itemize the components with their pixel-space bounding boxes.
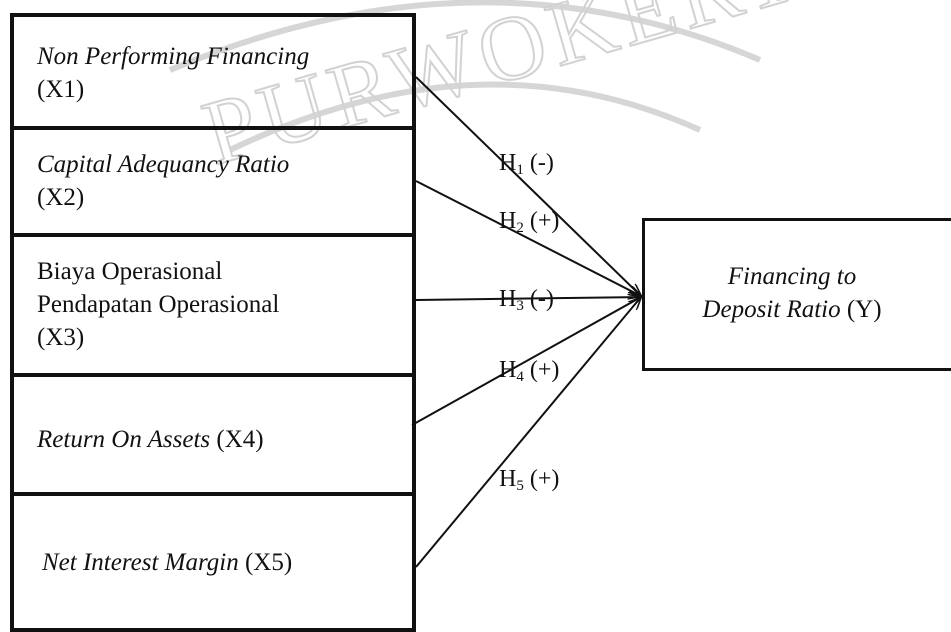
x3-name-line1: Biaya Operasional: [37, 258, 223, 285]
x5-code: (X5): [244, 549, 293, 576]
x2-code: (X2): [37, 184, 85, 211]
y-code: (Y): [846, 296, 882, 323]
x1-code: (X1): [37, 76, 85, 103]
x1-name: Non Performing Financing: [37, 43, 310, 70]
variable-label-x4: Return On Assets (X4): [37, 423, 264, 456]
watermark-seal: PURWOKERTO: [168, 0, 882, 185]
hypothesis-label-h4: H4 (+): [499, 357, 560, 385]
arrow-h2: [415, 180, 641, 296]
hypothesis-label-h1: H1 (-): [499, 150, 554, 178]
y-name-line2: Deposit Ratio: [702, 296, 841, 323]
hypothesis-label-h5: H5 (+): [499, 466, 560, 494]
variable-label-x5: Net Interest Margin (X5): [42, 546, 292, 579]
x3-code: (X3): [37, 324, 85, 351]
variable-label-x2: Capital Adequancy Ratio (X2): [37, 148, 289, 214]
variable-label-x3: Biaya Operasional Pendapatan Operasional…: [37, 255, 279, 354]
x2-name: Capital Adequancy Ratio: [37, 151, 290, 178]
hypothesis-arrows: [411, 76, 951, 568]
variable-label-x1: Non Performing Financing (X1): [37, 40, 309, 106]
arrow-h5: [415, 297, 641, 568]
arrow-h1: [415, 76, 641, 296]
x3-name-line2: Pendapatan Operasional: [37, 291, 280, 318]
hypothesis-label-h2: H2 (+): [499, 208, 560, 236]
x5-name: Net Interest Margin: [42, 549, 239, 576]
arrow-h3: [415, 297, 641, 300]
x4-name: Return On Assets: [37, 426, 211, 453]
dependent-variable-label: Financing to Deposit Ratio (Y): [662, 260, 922, 326]
y-name-line1: Financing to: [727, 263, 857, 290]
x4-code: (X4): [216, 426, 264, 453]
arrow-h4: [411, 297, 641, 426]
hypothesis-label-h3: H3 (-): [499, 286, 554, 314]
